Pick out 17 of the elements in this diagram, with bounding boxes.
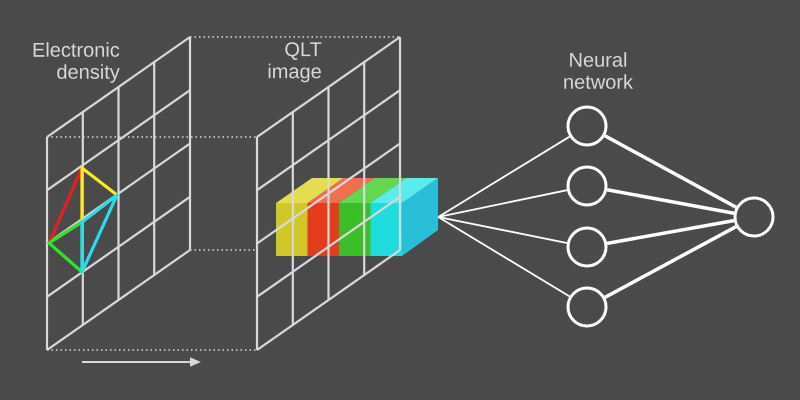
connection-line: [604, 225, 737, 299]
connection-line: [606, 218, 734, 246]
connection-line: [438, 189, 568, 218]
colored-blocks-drawing: [276, 178, 438, 256]
connection-line: [438, 136, 570, 218]
heading: QLT image: [268, 42, 322, 82]
neuron-circle: [566, 286, 608, 328]
neuron-circle: [566, 166, 608, 206]
section-label: Neural network: [564, 52, 634, 89]
connection-line: [606, 188, 734, 215]
neuron-circle: [566, 226, 608, 268]
connection-line: [438, 216, 570, 298]
neuron-circle: [566, 106, 608, 146]
connection-line: [604, 134, 737, 209]
heading: Electronic density: [34, 42, 120, 83]
connection-line: [438, 216, 568, 244]
neuron-circle: [734, 196, 774, 238]
